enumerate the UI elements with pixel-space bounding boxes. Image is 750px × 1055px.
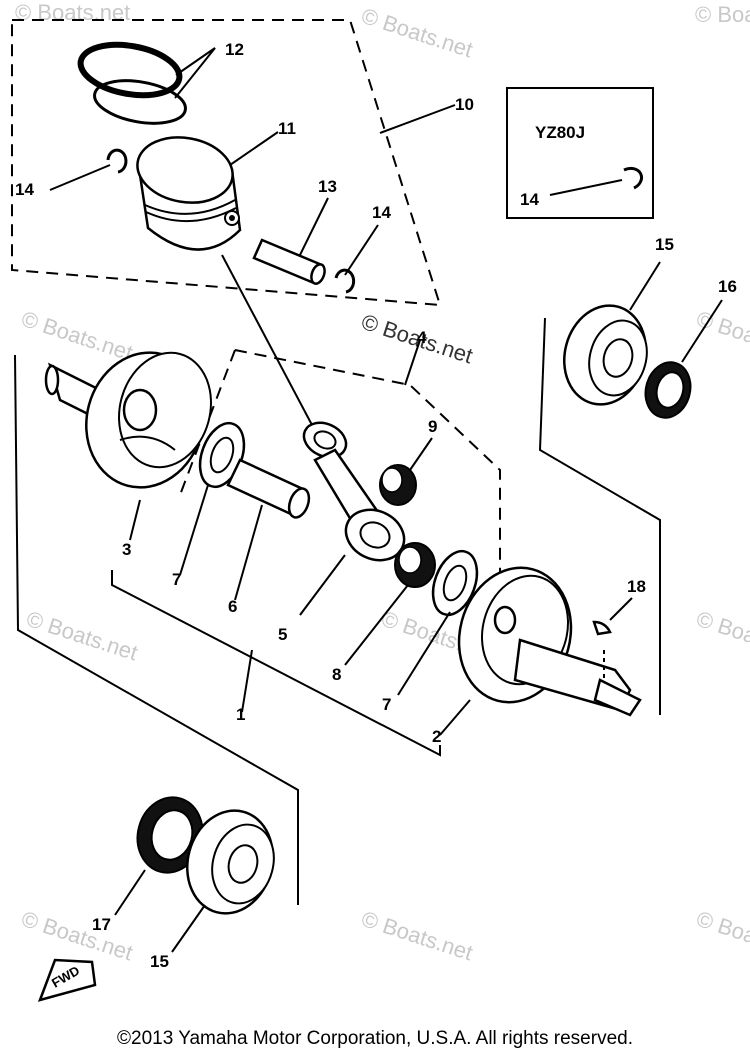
woodruff-key-icon: [592, 620, 612, 636]
callout-15: 15: [655, 235, 674, 254]
crankshaft-right-icon: [457, 566, 642, 717]
watermark: © Boats.net: [18, 306, 135, 365]
leader-line: [49, 164, 111, 191]
piston-icon: [136, 136, 242, 251]
leader-line: [549, 179, 623, 196]
leader-line: [229, 131, 279, 166]
callout-1: 1: [236, 705, 245, 724]
ball-bearing-icon: [186, 809, 275, 915]
callout-4: 4: [417, 328, 427, 347]
piston-rings-icon: [77, 41, 187, 125]
callout-13: 13: [318, 177, 337, 196]
leader-line: [299, 197, 329, 256]
leader-line: [114, 869, 146, 916]
leader-line: [171, 904, 206, 953]
watermark: © Boats.net: [693, 606, 750, 665]
watermark: © Boats.net: [358, 906, 475, 965]
watermark: © Boats.net: [693, 306, 750, 365]
leader-line: [629, 261, 661, 311]
ball-bearing-icon: [563, 304, 648, 406]
callout-14-variant: 14: [520, 190, 539, 209]
callout-8: 8: [332, 665, 341, 684]
oil-seal-icon: [644, 361, 692, 419]
copyright-notice: ©2013 Yamaha Motor Corporation, U.S.A. A…: [117, 1028, 633, 1049]
leader-line: [404, 339, 421, 386]
leader-line: [609, 597, 633, 621]
needle-bearing-icon: [379, 464, 417, 506]
callout-15: 15: [150, 952, 169, 971]
callout-5: 5: [278, 625, 287, 644]
leader-line: [179, 484, 209, 576]
callout-14: 14: [372, 203, 391, 222]
crankshaft-piston-diagram: © Boats.net © Boats.net © Boats.net © Bo…: [11, 0, 750, 1002]
piston-pin-icon: [252, 238, 326, 285]
leader-line: [221, 254, 313, 426]
leader-line: [397, 611, 451, 696]
callout-16: 16: [718, 277, 737, 296]
leader-line: [234, 504, 263, 601]
variant-model-label: YZ80J: [535, 123, 585, 142]
callout-7: 7: [382, 695, 391, 714]
thrust-washer-icon: [431, 549, 479, 617]
callout-12: 12: [225, 40, 244, 59]
leader-line: [174, 47, 216, 99]
watermark: © Boats.net: [18, 906, 135, 965]
callout-9: 9: [428, 417, 437, 436]
leader-line: [344, 584, 409, 666]
thrust-washer-icon: [198, 421, 246, 489]
circlip-icon: [334, 268, 356, 294]
callout-11: 11: [278, 119, 296, 138]
callout-18: 18: [627, 577, 646, 596]
watermark: © Boats.net: [693, 906, 750, 965]
callout-3: 3: [122, 540, 131, 559]
crankshaft-left-icon: [44, 351, 212, 489]
needle-bearing-icon: [394, 542, 436, 588]
leader-line: [129, 499, 141, 541]
leader-line: [681, 299, 723, 363]
leader-line: [241, 649, 253, 713]
variant-box: [506, 87, 654, 219]
callout-2: 2: [432, 727, 441, 746]
fwd-arrow-icon: FWD: [37, 958, 97, 1002]
callout-17: 17: [92, 915, 111, 934]
callout-labels: 12 11 10 14 13 14 15 16 4 9 3 7 6 18 5 8…: [15, 40, 737, 971]
watermark: © Boats.net: [23, 606, 140, 665]
leader-line: [439, 699, 471, 736]
connecting-rod-icon: [302, 421, 406, 562]
circlip-icon: [623, 166, 644, 190]
assembly-bracket: [111, 570, 441, 757]
leader-line: [344, 224, 379, 276]
watermark: © Boats.net: [15, 0, 130, 25]
callout-7: 7: [172, 570, 181, 589]
leader-line: [299, 554, 346, 616]
crank-pin-icon: [226, 458, 311, 519]
leader-line: [409, 437, 433, 471]
leader-line: [379, 104, 456, 134]
assembly-bracket: [14, 354, 299, 905]
callout-6: 6: [228, 597, 237, 616]
piston-assembly-dashed-box: [11, 19, 442, 307]
assembly-bracket: [538, 317, 661, 715]
circlip-icon: [106, 148, 128, 174]
callout-14: 14: [15, 180, 34, 199]
callout-10: 10: [455, 95, 474, 114]
watermark: © Boats.net: [695, 2, 750, 27]
watermark: © Boats.net: [358, 3, 475, 62]
